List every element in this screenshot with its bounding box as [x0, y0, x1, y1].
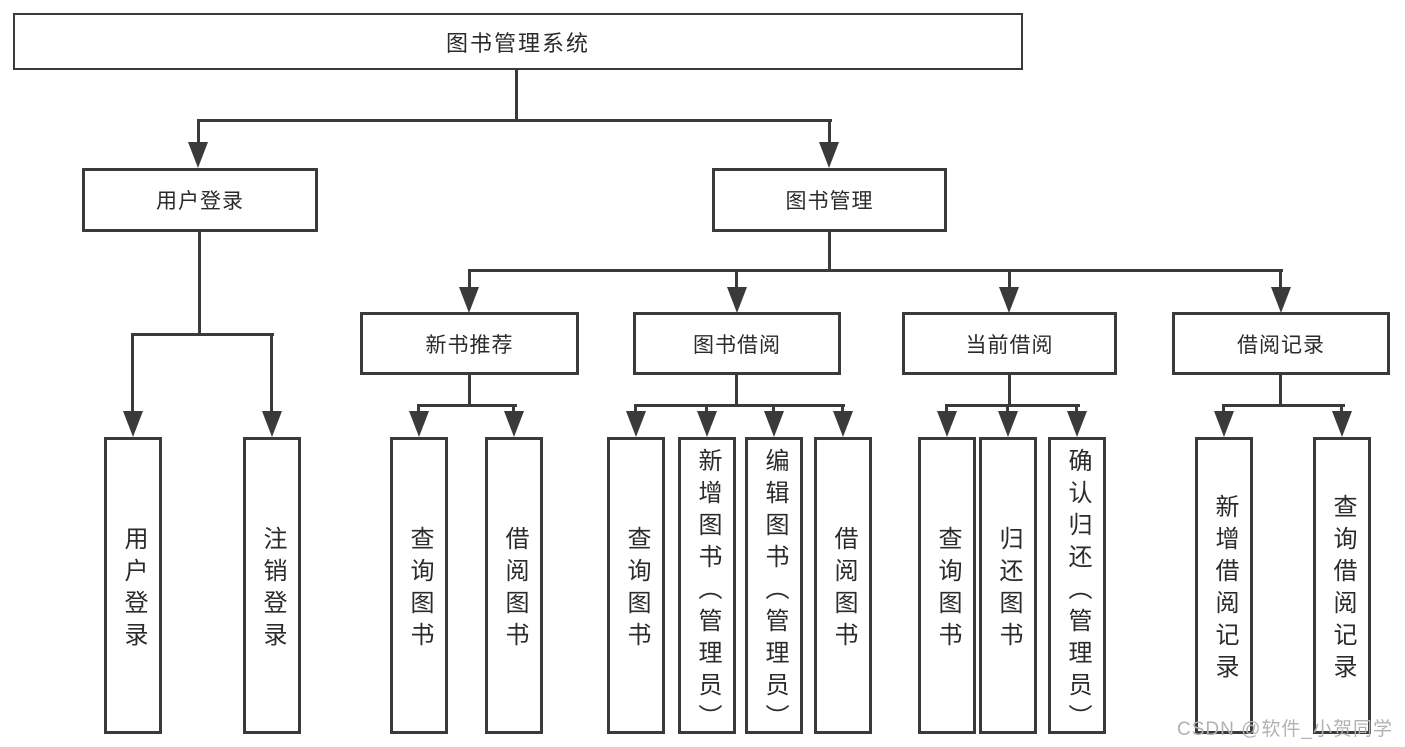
- arrow-down-icon: [626, 411, 646, 437]
- arrow-down-icon: [459, 287, 479, 313]
- connector-line: [1222, 404, 1225, 414]
- connector-line: [841, 404, 844, 414]
- node-book-borrowing: 图书借阅: [633, 312, 841, 375]
- arrow-down-icon: [1332, 411, 1352, 437]
- connector-line: [1008, 269, 1011, 290]
- connector-line: [198, 230, 201, 336]
- arrow-down-icon: [999, 287, 1019, 313]
- connector-line: [1006, 404, 1009, 414]
- arrow-down-icon: [697, 411, 717, 437]
- node-borrow-books-recommend: 借阅图书: [485, 437, 543, 734]
- node-logout: 注销登录: [243, 437, 301, 734]
- arrow-down-icon: [123, 411, 143, 437]
- node-query-books-borrowing: 查询图书: [607, 437, 665, 734]
- connector-line: [131, 333, 134, 413]
- arrow-down-icon: [998, 411, 1018, 437]
- arrow-down-icon: [937, 411, 957, 437]
- connector-line: [1008, 373, 1011, 406]
- connector-line: [515, 68, 518, 122]
- connector-line: [1279, 269, 1282, 290]
- connector-line: [468, 269, 1283, 272]
- node-current-borrowing: 当前借阅: [902, 312, 1117, 375]
- connector-line: [131, 333, 274, 336]
- node-add-books-admin: 新增图书（管理员）: [678, 437, 736, 736]
- connector-line: [735, 269, 738, 290]
- connector-line: [1340, 404, 1343, 414]
- watermark: CSDN @软件_小贺同学: [1177, 719, 1393, 740]
- connector-line: [945, 404, 948, 414]
- connector-line: [1075, 404, 1078, 414]
- arrow-down-icon: [409, 411, 429, 437]
- connector-line: [417, 404, 420, 414]
- connector-line: [772, 404, 775, 414]
- node-user-login: 用户登录: [82, 168, 318, 232]
- node-return-books: 归还图书: [979, 437, 1037, 734]
- connector-line: [828, 119, 831, 146]
- arrow-down-icon: [1067, 411, 1087, 437]
- connector-line: [735, 373, 738, 406]
- node-borrow-books-borrowing: 借阅图书: [814, 437, 872, 734]
- arrow-down-icon: [764, 411, 784, 437]
- connector-line: [634, 404, 845, 407]
- connector-line: [1279, 373, 1282, 406]
- connector-line: [945, 404, 1080, 407]
- node-query-books-current: 查询图书: [918, 437, 976, 734]
- connector-line: [1222, 404, 1345, 407]
- connector-line: [634, 404, 637, 414]
- node-new-book-recommend: 新书推荐: [360, 312, 579, 375]
- node-borrowing-records: 借阅记录: [1172, 312, 1390, 375]
- arrow-down-icon: [188, 142, 208, 168]
- connector-line: [705, 404, 708, 414]
- arrow-down-icon: [262, 411, 282, 437]
- node-edit-books-admin: 编辑图书（管理员）: [745, 437, 803, 736]
- node-user-login-leaf: 用户登录: [104, 437, 162, 734]
- connector-line: [468, 269, 471, 290]
- arrow-down-icon: [1271, 287, 1291, 313]
- connector-line: [828, 230, 831, 272]
- arrow-down-icon: [1214, 411, 1234, 437]
- connector-line: [270, 333, 273, 413]
- connector-line: [197, 119, 832, 122]
- arrow-down-icon: [833, 411, 853, 437]
- node-library-system: 图书管理系统: [13, 13, 1023, 70]
- node-confirm-return-admin: 确认归还（管理员）: [1048, 437, 1106, 736]
- connector-line: [417, 404, 517, 407]
- connector-line: [468, 373, 471, 406]
- arrow-down-icon: [504, 411, 524, 437]
- arrow-down-icon: [727, 287, 747, 313]
- node-add-borrow-record: 新增借阅记录: [1195, 437, 1253, 734]
- node-query-borrow-record: 查询借阅记录: [1313, 437, 1371, 734]
- arrow-down-icon: [819, 142, 839, 168]
- node-query-books-recommend: 查询图书: [390, 437, 448, 734]
- connector-line: [197, 119, 200, 146]
- connector-line: [512, 404, 515, 414]
- node-book-management: 图书管理: [712, 168, 947, 232]
